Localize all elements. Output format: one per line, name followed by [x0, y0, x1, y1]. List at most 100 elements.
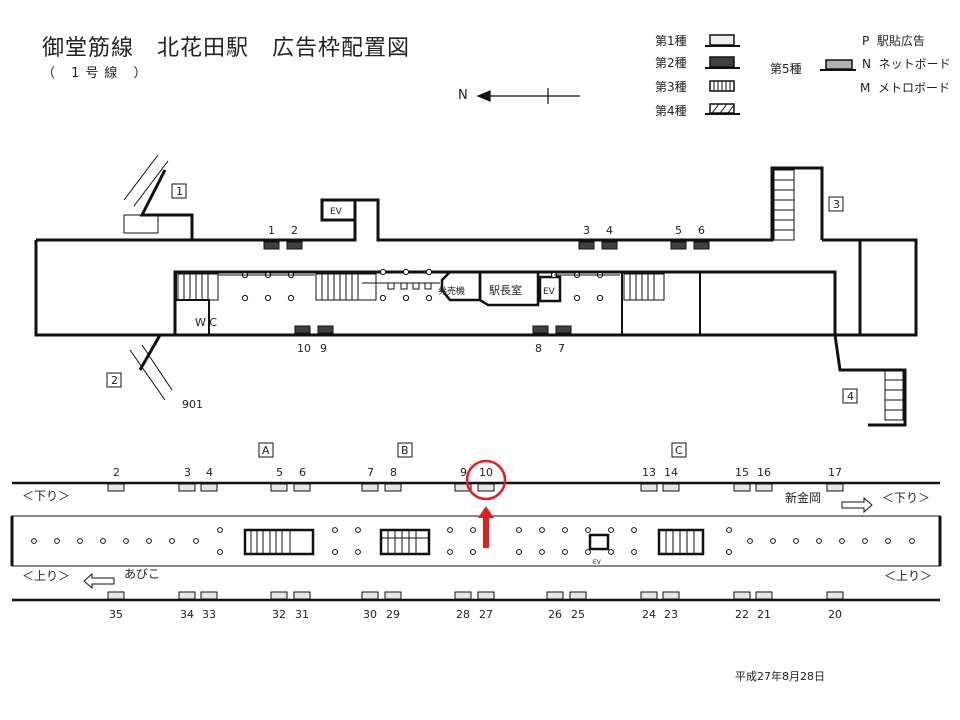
ad-number-label: 5: [675, 224, 682, 237]
column: [539, 527, 545, 533]
abiko-direction-label: あびこ: [124, 567, 160, 581]
column: [726, 527, 732, 533]
ad-number-label: 28: [456, 608, 470, 621]
platform-ev-label: EV: [593, 559, 602, 566]
ad-number-label: 21: [757, 608, 771, 621]
column: [425, 294, 433, 302]
column: [77, 538, 83, 544]
legend-type4-label: 第4種: [655, 104, 687, 118]
ad-number-label: 29: [386, 608, 400, 621]
ad-number-label: 4: [606, 224, 613, 237]
ad-number-label: 33: [202, 608, 216, 621]
station-office-label: 駅長室: [489, 283, 522, 297]
column: [100, 538, 106, 544]
ad-frame-type5: [178, 591, 196, 600]
ad-frame-type5: [662, 483, 680, 492]
ad-frame-type2: [317, 325, 334, 334]
ad-number-label: 5: [276, 466, 283, 479]
ad-frame-type2: [532, 325, 549, 334]
column: [402, 268, 410, 276]
concourse-walls: [34, 166, 918, 427]
exit-4-label: 4: [847, 390, 854, 403]
column: [539, 549, 545, 555]
legend-type5-label: 第5種: [770, 62, 802, 76]
ad-frame-type2: [670, 241, 687, 250]
ad-frame-type5: [178, 483, 196, 492]
ad-frame-type2: [693, 241, 710, 250]
legend-n-label: ネットボード: [878, 57, 951, 71]
exit-901-label: 901: [182, 398, 203, 411]
ad-frame-type5: [454, 591, 472, 600]
column: [123, 538, 129, 544]
ad-frame-type5: [270, 483, 288, 492]
column: [287, 294, 295, 302]
ad-frame-type2: [555, 325, 572, 334]
ad-frame-type5: [384, 591, 402, 600]
column: [631, 527, 637, 533]
shinkanaoka-direction-label: 新金岡: [785, 490, 821, 505]
column: [585, 549, 591, 555]
column: [169, 538, 175, 544]
ad-number-label: 8: [390, 466, 397, 479]
column: [447, 527, 453, 533]
column: [909, 538, 915, 544]
ad-number-label: 14: [664, 466, 678, 479]
column: [332, 549, 338, 555]
ad-number-label: 31: [295, 608, 309, 621]
column: [264, 294, 272, 302]
column: [608, 549, 614, 555]
ad-number-label: 9: [460, 466, 467, 479]
exit-3-label: 3: [833, 198, 840, 211]
legend-p-key: P: [862, 34, 870, 48]
ticket-machine-label: 券売機: [438, 285, 465, 297]
car-b-label: B: [401, 444, 409, 457]
ad-number-label: 13: [642, 466, 656, 479]
ad-frame-type5: [200, 483, 218, 492]
car-c-label: C: [675, 444, 683, 457]
concourse-columns: [218, 268, 620, 302]
column: [402, 294, 410, 302]
column: [332, 527, 338, 533]
car-a-label: A: [262, 444, 270, 457]
ad-frame-type5: [270, 591, 288, 600]
column: [379, 268, 387, 276]
ad-frame-type5: [640, 591, 658, 600]
ad-number-label: 24: [642, 608, 656, 621]
exit-1-label: 1: [176, 185, 183, 198]
column: [585, 527, 591, 533]
ad-frame-type5: [546, 591, 564, 600]
legend-type1-label: 第1種: [655, 34, 687, 48]
column: [573, 294, 581, 302]
wc-label: W C: [195, 316, 217, 329]
column: [241, 294, 249, 302]
legend-n-key: N: [862, 57, 871, 71]
ad-frame-type2: [601, 241, 618, 250]
ad-number-label: 8: [535, 342, 542, 355]
ad-number-label: 32: [272, 608, 286, 621]
ad-frame-type2: [286, 241, 303, 250]
ev-label: EV: [543, 287, 556, 297]
platform-columns: [31, 527, 915, 555]
column: [816, 538, 822, 544]
ad-frame-type5: [733, 591, 751, 600]
ad-frame-type5: [477, 591, 495, 600]
ad-number-label: 34: [180, 608, 194, 621]
column: [885, 538, 891, 544]
ad-number-label: 2: [113, 466, 120, 479]
column: [516, 549, 522, 555]
ad-frame-type5: [662, 591, 680, 600]
down-track-label: ＜下り＞: [882, 491, 930, 505]
column: [217, 527, 223, 533]
ad-frame-type5: [640, 483, 658, 492]
ad-number-label: 4: [206, 466, 213, 479]
ad-number-label: 6: [698, 224, 705, 237]
platform-structure: [10, 481, 942, 602]
ad-frame-type5: [755, 591, 773, 600]
column: [54, 538, 60, 544]
column: [516, 527, 522, 533]
column: [470, 527, 476, 533]
page-title: 御堂筋線 北花田駅 広告枠配置図: [42, 36, 411, 61]
ad-number-label: 35: [109, 608, 123, 621]
legend-type3-label: 第3種: [655, 80, 687, 94]
column: [425, 268, 433, 276]
